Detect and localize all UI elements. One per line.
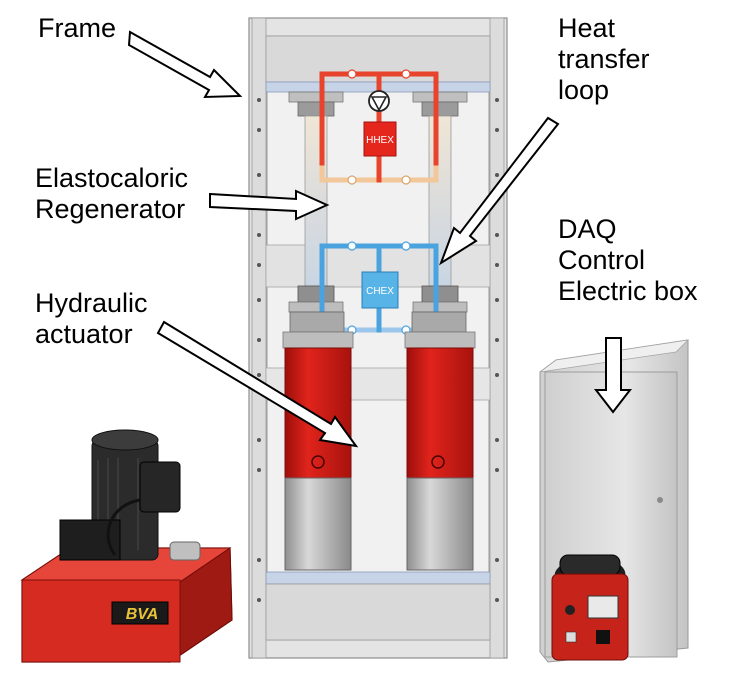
actuator-line-1: Hydraulic [35, 288, 148, 318]
heat-loop-arrow [439, 116, 560, 266]
heat-loop-line-3: loop [558, 75, 610, 105]
regenerator-line-2: Regenerator [35, 194, 186, 224]
heat-loop-line-1: Heat [558, 13, 616, 43]
daq-line-2: Control [558, 245, 646, 275]
frame-label: Frame [38, 13, 116, 44]
chex-block: CHEX [361, 271, 399, 309]
heat-loop-line-2: transfer [558, 44, 650, 74]
hhex-block: HHEX [363, 121, 397, 157]
daq-arrow [593, 337, 633, 414]
hydraulic-cylinders [282, 311, 476, 571]
actuator-line-2: actuator [35, 319, 133, 349]
daq-line-3: Electric box [558, 276, 698, 306]
daq-label: DAQ Control Electric box [558, 214, 698, 307]
daq-line-1: DAQ [558, 214, 617, 244]
hydraulic-pump: BVA [20, 429, 233, 664]
heat-transfer-loop-label: Heat transfer loop [558, 13, 650, 106]
regenerator-label: Elastocaloric Regenerator [35, 163, 188, 225]
frame-arrow [127, 30, 243, 99]
chex-label: CHEX [366, 286, 394, 297]
hhex-label: HHEX [366, 135, 394, 146]
actuator-arrow [156, 320, 359, 448]
pump-icon [368, 90, 390, 112]
callout-arrows [127, 30, 633, 448]
pump-logo-text: BVA [126, 606, 159, 623]
frame-label-text: Frame [38, 13, 117, 43]
regenerator-line-1: Elastocaloric [35, 163, 189, 193]
actuator-label: Hydraulic actuator [35, 288, 148, 350]
daq-control-cabinet [539, 339, 690, 663]
regenerator-arrow [209, 189, 330, 221]
